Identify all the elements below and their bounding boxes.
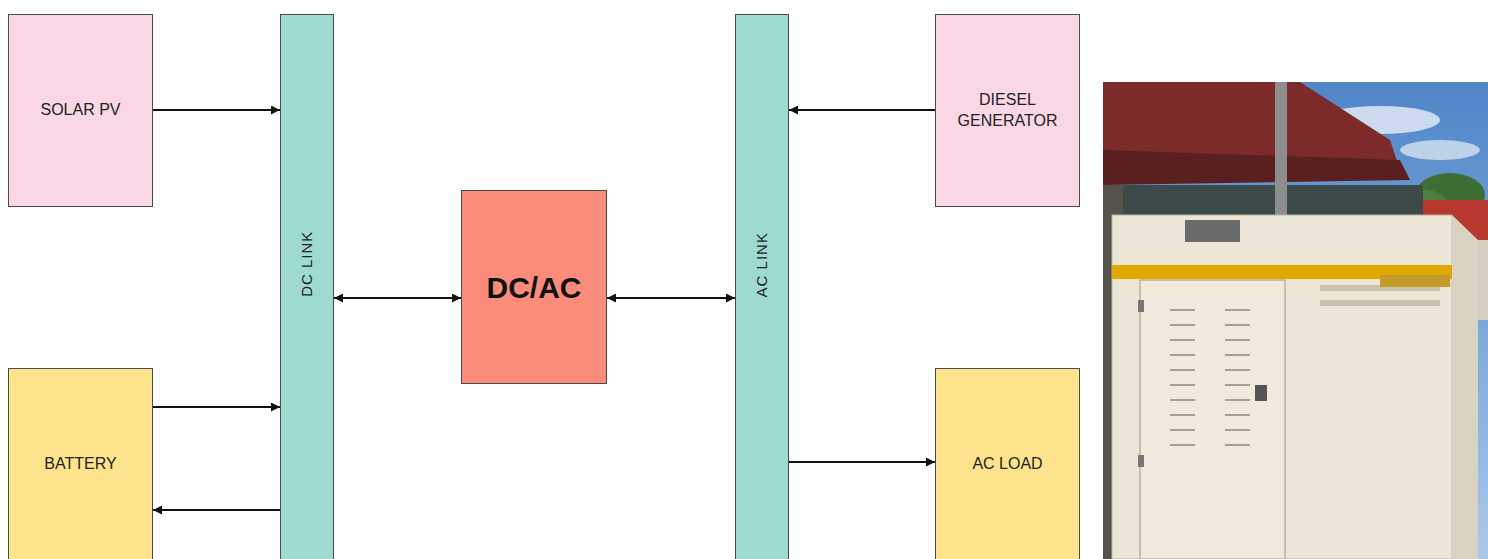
converter-box: DC/AC	[461, 190, 607, 384]
photo-scene	[1103, 82, 1488, 559]
flow-arrow	[789, 461, 935, 463]
node-label: SOLAR PV	[40, 100, 120, 121]
flow-arrow	[153, 406, 280, 408]
flow-arrow	[334, 297, 461, 299]
node-label: DC LINK	[297, 231, 317, 297]
load-box: AC LOAD	[935, 368, 1080, 559]
source-box: SOLAR PV	[8, 14, 153, 207]
bus-band: DC LINK	[280, 14, 334, 559]
flow-arrow	[789, 109, 935, 111]
source-box: DIESEL GENERATOR	[935, 14, 1080, 207]
storage-box: BATTERY	[8, 368, 153, 559]
flow-arrow	[607, 297, 735, 299]
node-label: DIESEL GENERATOR	[942, 90, 1073, 132]
bus-band: AC LINK	[735, 14, 789, 559]
node-label: BATTERY	[44, 454, 116, 475]
flow-arrow	[153, 509, 280, 511]
flow-arrow	[153, 109, 280, 111]
node-label: DC/AC	[487, 268, 582, 307]
node-label: AC LOAD	[972, 454, 1042, 475]
node-label: AC LINK	[752, 232, 772, 297]
